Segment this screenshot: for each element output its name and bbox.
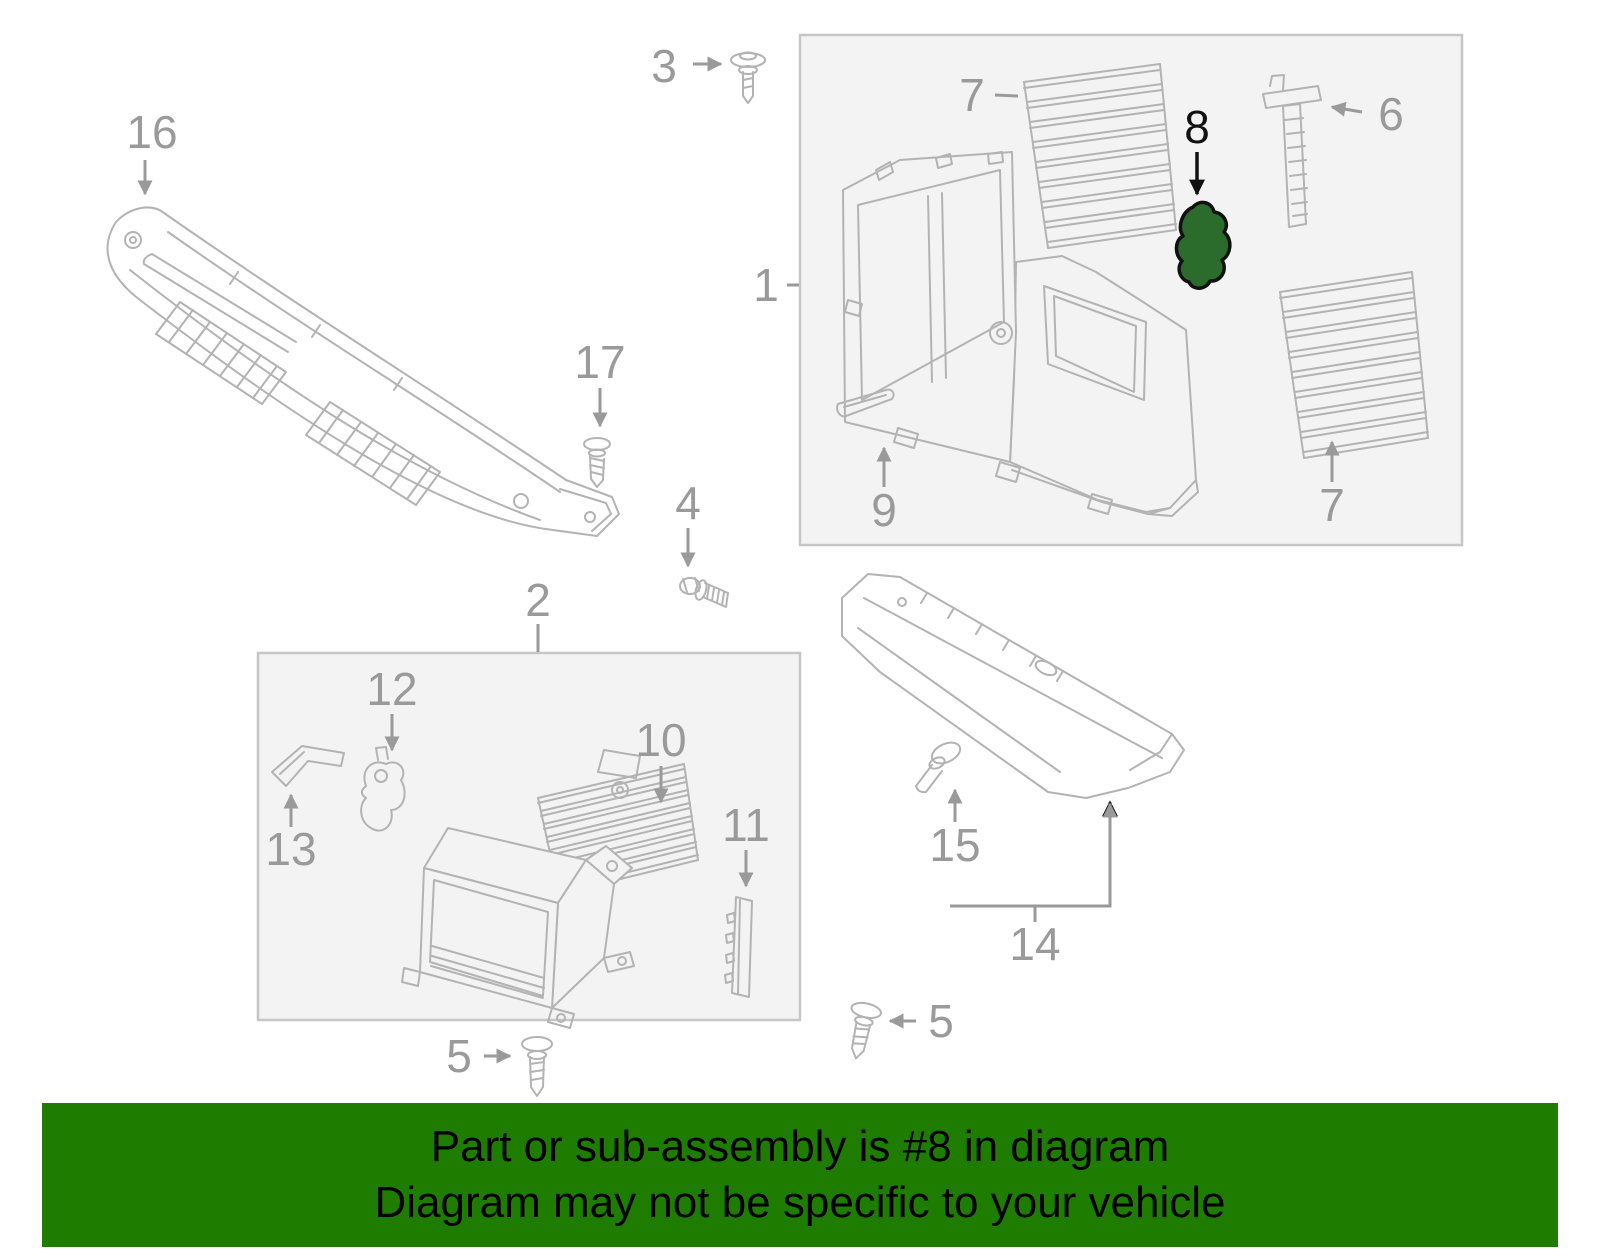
part-7-shutter-blades-upper bbox=[1023, 63, 1177, 249]
fastener-15-pin bbox=[915, 741, 962, 794]
callout-13: 13 bbox=[265, 823, 317, 875]
callout-16: 16 bbox=[126, 106, 178, 158]
banner-line-1: Part or sub-assembly is #8 in diagram bbox=[430, 1121, 1170, 1171]
part-7-shutter-blades-lower bbox=[1279, 271, 1429, 459]
arrow-6 bbox=[1330, 101, 1363, 117]
callout-14: 14 bbox=[1009, 918, 1061, 970]
fastener-5-screw-right bbox=[850, 1001, 882, 1060]
part-1-shutter-assembly bbox=[842, 151, 1199, 517]
leader-7-upper bbox=[994, 93, 1019, 98]
part-6-bracket bbox=[1262, 74, 1322, 228]
callout-7-lower: 7 bbox=[1319, 479, 1345, 531]
callout-9: 9 bbox=[871, 484, 897, 536]
callout-17: 17 bbox=[574, 336, 626, 388]
callout-6: 6 bbox=[1378, 88, 1404, 140]
fastener-4-bolt bbox=[679, 577, 729, 608]
part-14-lower-air-deflector bbox=[841, 573, 1185, 799]
fastener-17-screw bbox=[583, 437, 611, 488]
callout-5-right: 5 bbox=[928, 995, 954, 1047]
part-11-seal-strip bbox=[724, 896, 753, 998]
callout-2: 2 bbox=[525, 574, 551, 626]
callout-7-upper: 7 bbox=[959, 69, 985, 121]
callout-8-highlighted: 8 bbox=[1184, 101, 1210, 153]
part-10-shutter-blades bbox=[537, 749, 699, 895]
arrow-14-elbow bbox=[950, 802, 1118, 908]
fastener-5-screw-left bbox=[521, 1036, 553, 1097]
callout-4: 4 bbox=[675, 477, 701, 529]
callout-10: 10 bbox=[635, 714, 687, 766]
callout-15: 15 bbox=[929, 819, 981, 871]
callout-12: 12 bbox=[366, 663, 418, 715]
exploded-parts-diagram bbox=[106, 33, 1464, 1097]
part-12-bracket bbox=[360, 746, 406, 832]
part-16-air-deflector bbox=[106, 206, 620, 537]
info-banner: Part or sub-assembly is #8 in diagram Di… bbox=[42, 1103, 1558, 1247]
part-8-highlighted-part bbox=[1174, 200, 1232, 290]
banner-line-2: Diagram may not be specific to your vehi… bbox=[374, 1178, 1226, 1227]
part-2-air-duct bbox=[401, 827, 635, 1029]
fastener-3-push-pin bbox=[730, 51, 766, 104]
callout-1: 1 bbox=[753, 259, 779, 311]
part-13-bracket bbox=[271, 745, 345, 787]
callout-5-left: 5 bbox=[446, 1030, 472, 1082]
part-9-trim-strip bbox=[836, 388, 895, 418]
callout-3: 3 bbox=[651, 40, 677, 92]
callout-11: 11 bbox=[722, 799, 770, 851]
leader-lines bbox=[137, 56, 1363, 1064]
